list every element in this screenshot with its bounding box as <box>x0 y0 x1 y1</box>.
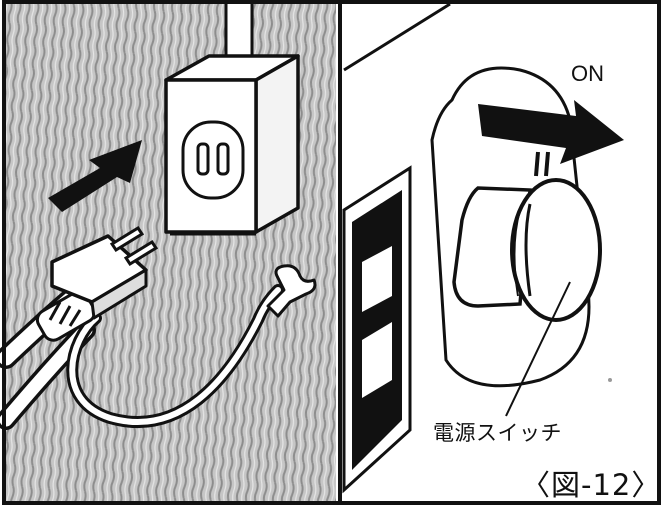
power-switch-label: 電源スイッチ <box>433 417 562 447</box>
wall-outlet <box>166 56 298 234</box>
power-switch-knob <box>454 180 600 320</box>
figure-number: 〈図-12〉 <box>521 462 661 504</box>
on-label: ON <box>571 61 604 87</box>
